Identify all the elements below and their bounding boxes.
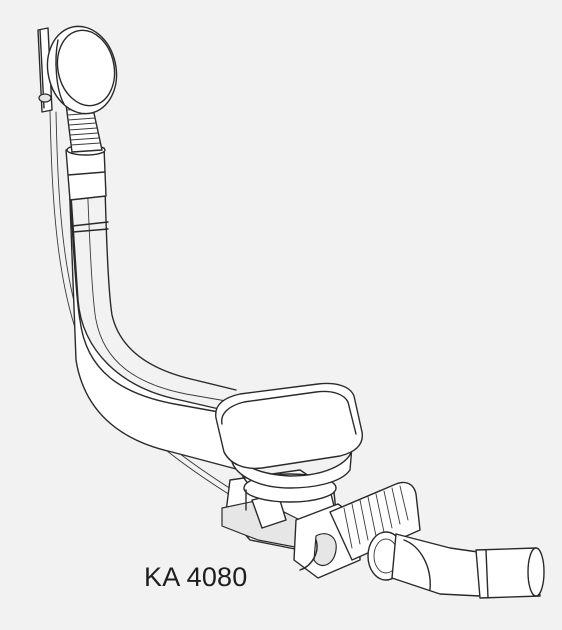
corrugated-hose — [65, 103, 103, 153]
overflow-pipe — [67, 149, 241, 471]
drain-plug-cover — [215, 382, 363, 489]
model-label: KA 4080 — [144, 562, 248, 592]
overflow-rosette — [37, 25, 118, 115]
siphon-trap — [293, 481, 421, 579]
outlet-elbow — [367, 531, 545, 599]
